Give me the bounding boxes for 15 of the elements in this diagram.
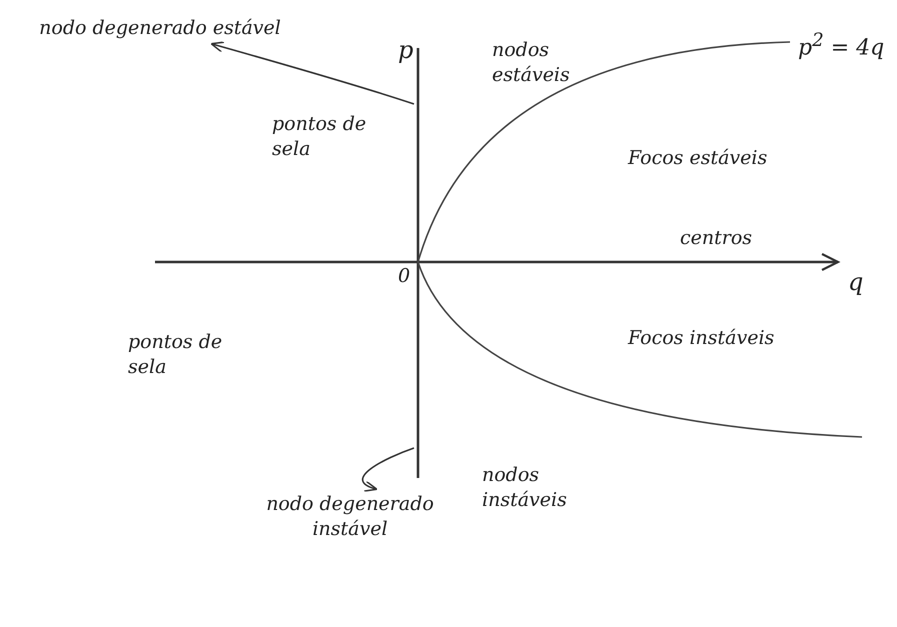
region-label: Focos estáveis [628,146,768,171]
curve-equation: p$^{2}$ = 4q [798,29,884,60]
region-label: nodos estáveis [492,38,571,88]
axis-label: q [848,270,864,295]
region-label: nodos instáveis [482,463,568,513]
origin-label: 0 [398,264,410,289]
annotation-text: nodo degenerado instável [250,492,450,542]
annotation-text: nodo degenerado estável [30,16,290,41]
region-label: Focos instáveis [628,326,774,351]
leader-arrow [362,447,414,491]
region-label: pontos de sela [128,330,224,380]
leader-arrow [210,41,414,105]
axis-annotation: centros [680,226,752,251]
region-label: pontos de sela [272,112,368,162]
axis-label: p [398,38,414,63]
